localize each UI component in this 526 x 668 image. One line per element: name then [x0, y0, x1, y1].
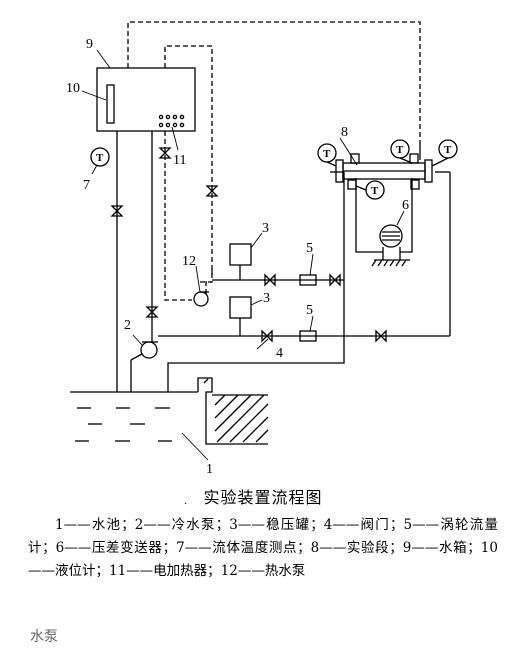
- water-tank: [96, 67, 196, 132]
- label-11: 11: [173, 153, 186, 168]
- label-10: 10: [66, 81, 80, 96]
- turbine-flowmeter-cold: [299, 330, 317, 342]
- electric-heater: [158, 114, 185, 128]
- temp-symbol-1: T: [96, 152, 104, 164]
- label-7: 7: [83, 178, 90, 193]
- valves: [110, 147, 387, 343]
- hot-water-loop: [127, 21, 421, 301]
- test-section: [335, 153, 433, 190]
- flow-diagram: 9 10 11 7 3 3 5 5 12 2 4 8 6 1 T T T T T: [66, 21, 458, 477]
- label-8: 8: [341, 125, 348, 140]
- label-3a: 3: [262, 221, 269, 236]
- hot-water-pump: [193, 291, 209, 307]
- temp-symbol-3: T: [396, 144, 404, 156]
- label-4: 4: [276, 346, 283, 361]
- turbine-flowmeter-hot: [299, 274, 317, 286]
- figure-legend: 1——水池；2——冷水泵；3——稳压罐；4——阀门；5——涡轮流量计；6——压差…: [28, 517, 498, 579]
- label-12: 12: [182, 254, 196, 269]
- label-6: 6: [402, 198, 409, 213]
- level-gauge: [106, 84, 115, 124]
- label-9: 9: [86, 37, 93, 52]
- pipes: [116, 131, 451, 392]
- label-3b: 3: [263, 291, 270, 306]
- cold-water-pump: [140, 341, 158, 359]
- leader-lines: [81, 49, 405, 461]
- pool: [70, 377, 269, 445]
- stabilizer-tank-cold: [229, 296, 252, 319]
- stabilizer-tank-hot: [229, 243, 252, 266]
- stray-dot: .: [184, 496, 188, 507]
- temp-symbol-4: T: [444, 144, 452, 156]
- label-2: 2: [124, 318, 131, 333]
- temperature-points: [90, 139, 458, 200]
- label-1: 1: [206, 462, 213, 477]
- temp-symbol-5: T: [371, 185, 379, 197]
- label-5b: 5: [306, 303, 313, 318]
- figure-title: 实验装置流程图: [203, 488, 323, 507]
- stray-text: 水泵: [30, 629, 58, 645]
- temp-symbol-2: T: [323, 148, 331, 160]
- pressure-transmitter: [371, 224, 410, 267]
- label-5a: 5: [306, 241, 313, 256]
